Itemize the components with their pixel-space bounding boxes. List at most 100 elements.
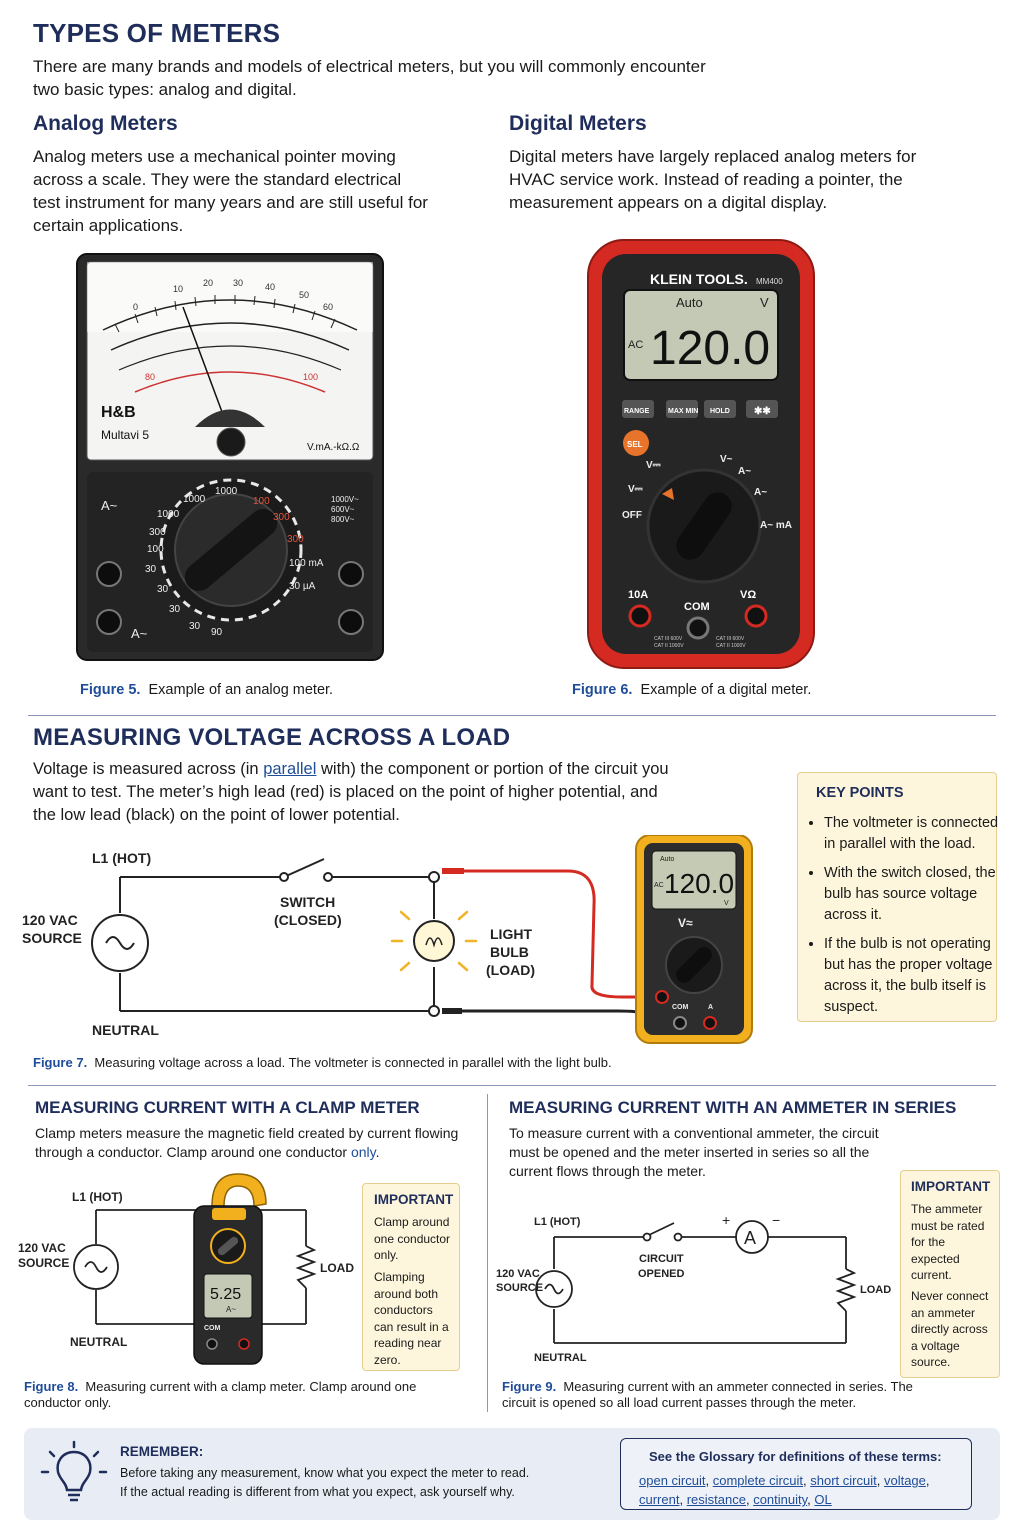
figure-7-text: Measuring voltage across a load. The vol…: [94, 1055, 612, 1070]
analog-right-label: 800V~: [331, 515, 355, 524]
section-title-ammeter: MEASURING CURRENT WITH AN AMMETER IN SER…: [509, 1098, 957, 1117]
remember-line-1: Before taking any measurement, know what…: [120, 1466, 530, 1480]
glossary-box: See the Glossary for definitions of thes…: [620, 1438, 972, 1510]
section-title-types: TYPES OF METERS: [33, 18, 281, 48]
ammeter-body: To measure current with a conventional a…: [509, 1125, 879, 1179]
digital-button-star: ✱✱: [754, 406, 771, 417]
clamp-important-title: IMPORTANT: [374, 1192, 454, 1207]
voltage-meter-com: COM: [672, 1004, 689, 1011]
analog-scale-label: 60: [323, 302, 333, 312]
analog-scale-label: 100: [303, 372, 318, 382]
digital-dial-label: A~: [738, 466, 751, 477]
types-intro: There are many brands and models of elec…: [33, 57, 706, 99]
remember-panel: REMEMBER: Before taking any measurement,…: [24, 1428, 1000, 1520]
digital-cat-label: CAT II 1000V: [716, 643, 746, 649]
clamp-meter-unit: A~: [226, 1305, 236, 1314]
analog-units: V.mA.-kΩ.Ω: [307, 442, 360, 453]
voltage-body-post: with) the component or portion of the ci…: [33, 760, 669, 824]
ammeter-circuit-label: CIRCUIT: [639, 1253, 684, 1265]
glossary-terms: open circuit, complete circuit, short ci…: [639, 1473, 930, 1507]
digital-mode: Auto: [676, 295, 703, 310]
analog-dial-label: 1000: [215, 486, 238, 497]
digital-dial-label: A~ mA: [760, 520, 792, 531]
glossary-link-ol[interactable]: OL: [814, 1492, 832, 1507]
clamp-important-box: IMPORTANT Clamp around one conductor onl…: [362, 1183, 460, 1371]
analog-scale-label: 30: [233, 278, 243, 288]
key-points-title: KEY POINTS: [816, 785, 904, 801]
digital-reading: 120.0: [650, 322, 770, 375]
analog-scale-label: 0: [133, 302, 138, 312]
digital-button-range: RANGE: [624, 408, 650, 415]
key-point-item: With the switch closed, the bulb has sou…: [824, 863, 1004, 926]
clamp-meter-reading: 5.25: [210, 1286, 241, 1303]
analog-brand: H&B: [101, 404, 136, 421]
ammeter-minus: −: [772, 1212, 780, 1228]
figure-8-caption: Figure 8. Measuring current with a clamp…: [24, 1379, 444, 1411]
glossary-link-short-circuit[interactable]: short circuit: [810, 1473, 877, 1488]
voltage-body-pre: Voltage is measured across (in: [33, 760, 264, 778]
analog-dial-label: 100: [253, 496, 270, 507]
analog-dial-label: 1000: [183, 494, 206, 505]
ammeter-plus: +: [722, 1212, 730, 1228]
digital-cat-label: CAT II 1000V: [654, 643, 684, 649]
analog-dial-label: 300: [149, 527, 166, 538]
glossary-link-resistance[interactable]: resistance: [686, 1492, 746, 1507]
analog-dial-label: 90: [211, 627, 223, 638]
digital-dial-label: OFF: [622, 510, 642, 521]
analog-dial-label: 1000: [157, 509, 180, 520]
figure-5-text: Example of an analog meter.: [148, 682, 334, 698]
clamp-important-text-1: Clamp around one conductor only.: [374, 1215, 451, 1262]
figure-6-text: Example of a digital meter.: [640, 682, 812, 698]
voltage-source-label: SOURCE: [22, 930, 82, 946]
ammeter-neutral-label: NEUTRAL: [534, 1352, 587, 1364]
key-point-item: If the bulb is not operating but has the…: [824, 934, 1004, 1018]
digital-title: Digital Meters: [509, 112, 647, 135]
remember-title: REMEMBER:: [120, 1444, 204, 1459]
digital-meter-image: KLEIN TOOLS. MM400 Auto V AC 120.0 RANGE…: [587, 239, 815, 669]
analog-scale-label: 80: [145, 372, 155, 382]
glossary-link-continuity[interactable]: continuity: [753, 1492, 808, 1507]
analog-right-label: 1000V~: [331, 495, 359, 504]
lightbulb-icon: [40, 1440, 108, 1502]
figure-6-number: Figure 6.: [572, 682, 633, 698]
section-title-voltage: MEASURING VOLTAGE ACROSS A LOAD: [33, 724, 511, 751]
ammeter-circuit-label: OPENED: [638, 1268, 685, 1280]
glossary-link-current[interactable]: current: [639, 1492, 680, 1507]
clamp-l1-label: L1 (HOT): [72, 1190, 123, 1204]
glossary-link-voltage[interactable]: voltage: [883, 1473, 926, 1488]
figure-8-number: Figure 8.: [24, 1379, 79, 1394]
voltage-bulb-label: (LOAD): [486, 962, 535, 978]
voltage-l1-label: L1 (HOT): [92, 850, 151, 866]
figure-9-number: Figure 9.: [502, 1379, 557, 1394]
clamp-body: Clamp meters measure the magnetic field …: [35, 1124, 465, 1162]
column-divider: [487, 1094, 488, 1412]
clamp-source-label: SOURCE: [18, 1256, 69, 1270]
key-point-item: The voltmeter is connected in parallel w…: [824, 813, 1004, 855]
clamp-neutral-label: NEUTRAL: [70, 1335, 127, 1349]
ammeter-source-label: SOURCE: [496, 1282, 543, 1294]
analog-scale-label: 50: [299, 290, 309, 300]
analog-body: Analog meters use a mechanical pointer m…: [33, 147, 428, 235]
analog-dial-label: 100 mA: [289, 558, 324, 569]
parallel-link[interactable]: parallel: [263, 760, 317, 778]
analog-scale-label: 40: [265, 282, 275, 292]
section-divider: [28, 1085, 996, 1086]
voltage-meter-unit: V: [724, 900, 729, 907]
ammeter-load-label: LOAD: [860, 1284, 891, 1296]
voltage-body: Voltage is measured across (in parallel …: [33, 758, 683, 827]
glossary-link-complete-circuit[interactable]: complete circuit: [712, 1473, 804, 1488]
digital-cat-label: CAT III 600V: [716, 636, 745, 642]
voltage-bulb-label: LIGHT: [490, 926, 532, 942]
analog-dial-label: 300: [287, 534, 304, 545]
glossary-link-open-circuit[interactable]: open circuit: [639, 1473, 706, 1488]
ammeter-important-text-1: The ammeter must be rated for the expect…: [911, 1202, 985, 1282]
digital-button-maxmin: MAX MIN: [668, 408, 698, 415]
ammeter-source-label: 120 VAC: [496, 1268, 540, 1280]
figure-5-caption: Figure 5. Example of an analog meter.: [80, 682, 333, 698]
digital-dial-label: A~: [754, 487, 767, 498]
analog-dial-label: 30 µA: [289, 581, 316, 592]
analog-dial-label: 100: [147, 544, 164, 555]
remember-line-2: If the actual reading is different from …: [120, 1485, 515, 1499]
voltage-bulb-label: BULB: [490, 944, 529, 960]
only-link[interactable]: only: [350, 1144, 376, 1160]
